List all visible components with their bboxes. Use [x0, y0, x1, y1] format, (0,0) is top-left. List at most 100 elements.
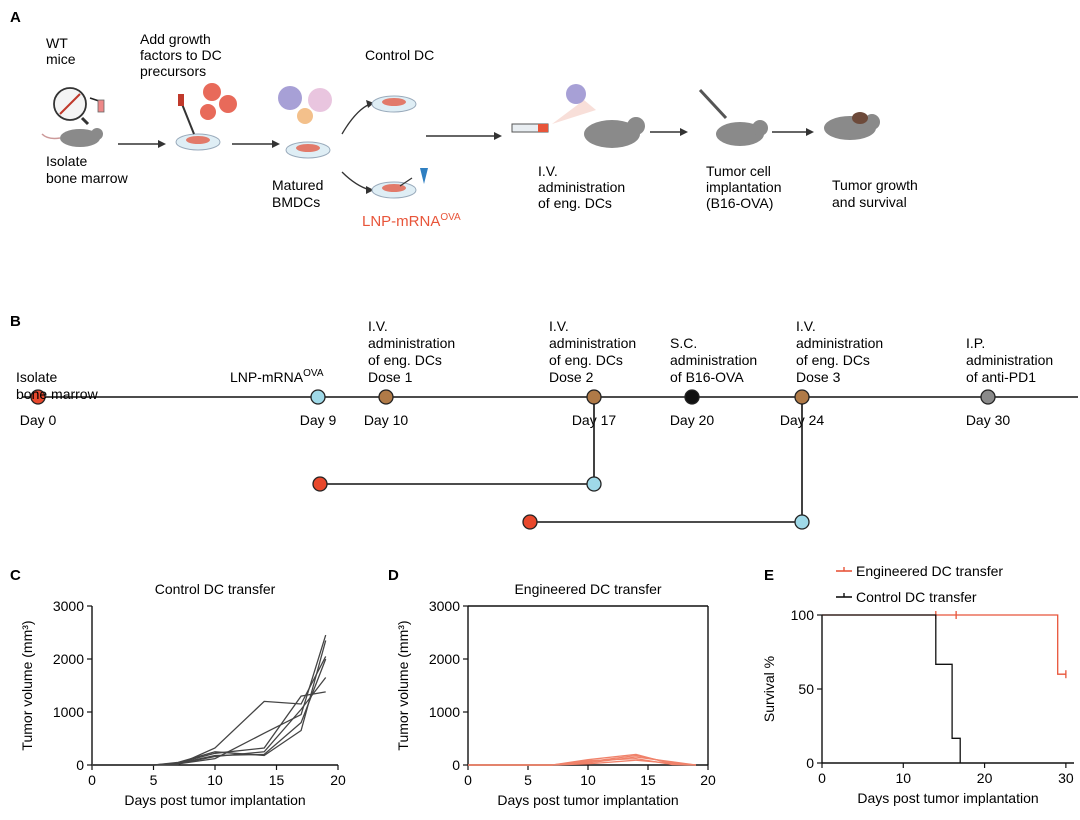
x-tick-label: 20	[330, 772, 346, 788]
y-tick-label: 0	[76, 757, 84, 773]
timeline-day-label: Day 9	[300, 412, 337, 428]
wt-mouse-illustration	[41, 87, 105, 147]
branch-end-node	[794, 514, 810, 530]
arrow-to-lnp-dc-head	[366, 186, 374, 194]
panel-e-label: E	[764, 567, 774, 584]
timeline-node	[310, 389, 326, 405]
matured-bmdc-illustration	[278, 86, 332, 159]
chart-title: Engineered DC transfer	[514, 581, 661, 597]
x-tick-label: 30	[1058, 770, 1074, 786]
legend-label: Engineered DC transfer	[856, 563, 1003, 579]
y-tick-label: 50	[798, 681, 814, 697]
timeline-day-label: Day 0	[20, 412, 57, 428]
x-axis-label: Days post tumor implantation	[497, 792, 678, 808]
timeline-node	[586, 389, 602, 405]
lnp-dc-dish-illustration	[371, 168, 428, 199]
x-axis-label: Days post tumor implantation	[124, 792, 305, 808]
series-line	[822, 614, 1066, 675]
y-tick-label: 3000	[53, 598, 84, 614]
timeline-day-label: Day 30	[966, 412, 1011, 428]
timeline-node	[794, 389, 810, 405]
timeline-event-label: LNP-mRNAOVA	[230, 368, 324, 385]
tumor-implant-mouse-illustration	[698, 88, 768, 146]
control-dc-label: Control DC	[365, 47, 434, 63]
branch-end-node	[586, 476, 602, 492]
branch-start-node	[522, 514, 538, 530]
arrow-a3-head	[494, 132, 502, 140]
x-tick-label: 10	[580, 772, 596, 788]
y-tick-label: 0	[806, 755, 814, 771]
panel-c-label: C	[10, 567, 21, 584]
x-tick-label: 10	[207, 772, 223, 788]
arrow-to-control-dc	[341, 103, 371, 135]
legend-label: Control DC transfer	[856, 589, 977, 605]
y-tick-label: 1000	[429, 704, 460, 720]
timeline-branches	[312, 404, 810, 530]
arrow-a5-head	[806, 128, 814, 136]
panel-a-label: A	[10, 9, 21, 26]
x-axis-label: Days post tumor implantation	[857, 790, 1038, 806]
y-axis-label: Tumor volume (mm³)	[19, 620, 35, 750]
x-tick-label: 20	[977, 770, 993, 786]
timeline-node	[684, 389, 700, 405]
x-tick-label: 15	[269, 772, 285, 788]
x-tick-label: 10	[896, 770, 912, 786]
timeline-node	[30, 389, 46, 405]
series-line	[92, 677, 327, 766]
series-line	[468, 759, 697, 766]
tumor-growth-mouse-illustration	[824, 112, 880, 140]
timeline-day-label: Day 10	[364, 412, 409, 428]
control-dc-dish-illustration	[371, 95, 417, 113]
timeline-day-label: Day 20	[670, 412, 715, 428]
arrow-a2-head	[272, 140, 280, 148]
x-tick-label: 0	[818, 770, 826, 786]
x-tick-label: 0	[88, 772, 96, 788]
arrow-a1-head	[158, 140, 166, 148]
x-tick-label: 5	[524, 772, 532, 788]
x-tick-label: 20	[700, 772, 716, 788]
series-line	[92, 634, 327, 766]
x-tick-label: 15	[640, 772, 656, 788]
chart-title: Control DC transfer	[155, 581, 276, 597]
arrow-to-control-dc-head	[366, 100, 374, 108]
timeline-node	[378, 389, 394, 405]
lnp-mrna-text: LNP-mRNA	[362, 213, 440, 230]
y-tick-label: 3000	[429, 598, 460, 614]
y-tick-label: 1000	[53, 704, 84, 720]
arrow-to-lnp-dc	[341, 171, 371, 191]
branch-start-node	[312, 476, 328, 492]
lnp-mrna-ova-label: LNP-mRNAOVA	[362, 212, 461, 230]
y-axis-label: Survival %	[761, 656, 777, 722]
series-line	[822, 614, 961, 763]
lnp-ova-superscript: OVA	[440, 212, 461, 223]
x-tick-label: 0	[464, 772, 472, 788]
panel-d-label: D	[388, 567, 399, 584]
y-tick-label: 2000	[53, 651, 84, 667]
series-line	[92, 658, 327, 766]
y-tick-label: 0	[452, 757, 460, 773]
iv-injection-mouse-illustration	[511, 84, 645, 148]
arrow-a4-head	[680, 128, 688, 136]
y-axis-label: Tumor volume (mm³)	[395, 620, 411, 750]
dc-precursor-dish-illustration	[175, 83, 237, 151]
